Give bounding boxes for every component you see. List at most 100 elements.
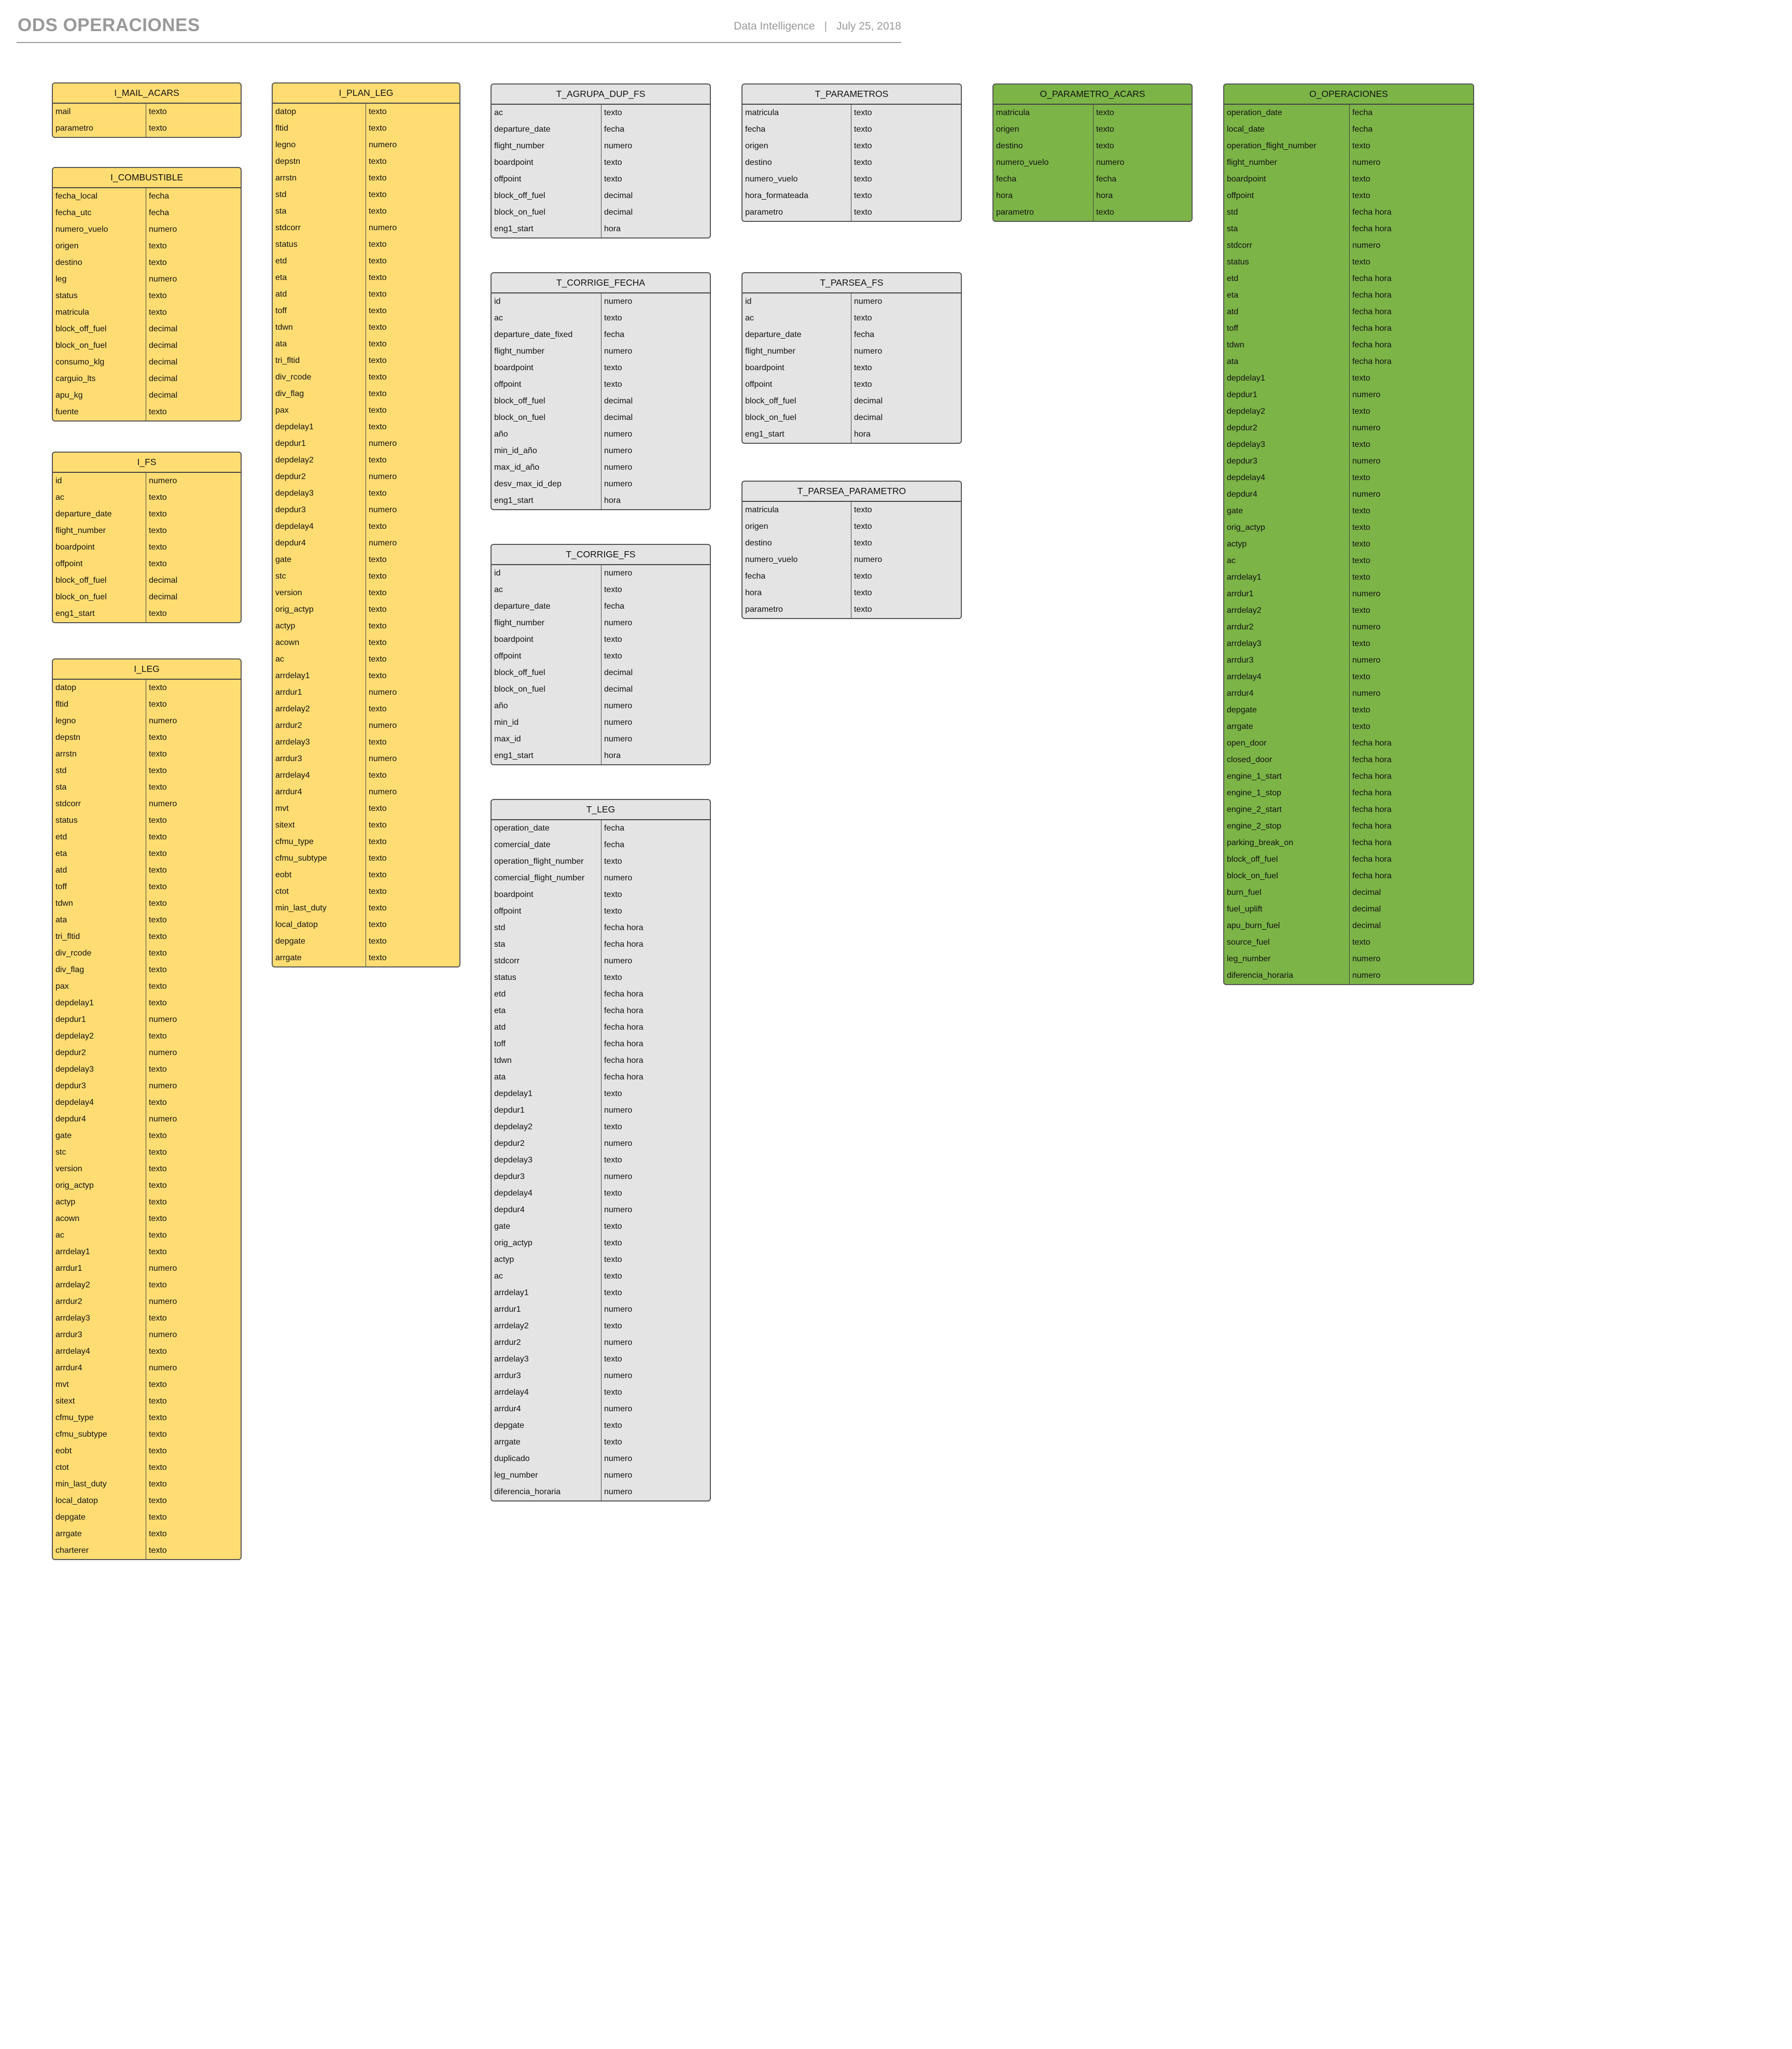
column-name: ac (743, 310, 851, 327)
column-name: offpoint (53, 556, 146, 572)
column-type: texto (369, 373, 387, 382)
table-title: I_FS (53, 453, 241, 473)
column-type: decimal (149, 374, 178, 383)
column-name: arrdur1 (273, 684, 366, 701)
column-name: año (492, 698, 601, 714)
column-type: numero (604, 718, 633, 727)
column-name: offpoint (492, 903, 601, 920)
column-type: texto (369, 257, 387, 265)
column-name: arrdelay4 (492, 1384, 601, 1401)
column-name: comercial_flight_number (492, 870, 601, 887)
table-title: T_PARAMETROS (743, 85, 961, 105)
column-type: texto (1352, 440, 1370, 449)
column-type: texto (604, 1421, 622, 1430)
document-title: ODS OPERACIONES (18, 15, 200, 35)
column-name: arrstn (53, 746, 146, 763)
table-title: T_PARSEA_PARAMETRO (743, 482, 961, 502)
column-type: decimal (1352, 905, 1381, 914)
column-name: block_on_fuel (53, 589, 146, 606)
column-type: fecha hora (1352, 307, 1392, 316)
column-name: depdelay2 (492, 1119, 601, 1135)
column-type: numero (1352, 390, 1381, 399)
column-type: fecha hora (1352, 872, 1392, 880)
column-type: numero (604, 446, 633, 455)
column-type: fecha (604, 824, 625, 833)
column-type: texto (369, 572, 387, 581)
column-type: texto (149, 1281, 167, 1289)
column-name: open_door (1224, 735, 1350, 752)
column-type: texto (149, 526, 167, 535)
column-type: texto (149, 1380, 167, 1389)
column-type: numero (149, 1330, 177, 1339)
column-name: leg (53, 271, 146, 288)
column-type: fecha (604, 602, 625, 611)
column-name: cfmu_subtype (273, 850, 366, 867)
column-name: actyp (492, 1252, 601, 1268)
column-type: fecha hora (604, 940, 643, 949)
column-name: sta (1224, 221, 1350, 237)
column-type: texto (149, 965, 167, 974)
column-type: numero (604, 1106, 633, 1115)
column-name: block_off_fuel (53, 572, 146, 589)
column-name: depdur4 (53, 1111, 146, 1128)
column-name: local_datop (53, 1493, 146, 1509)
column-type: numero (604, 347, 633, 356)
column-name: max_id (492, 731, 601, 748)
column-name: diferencia_horaria (1224, 967, 1350, 984)
column-type: texto (369, 953, 387, 962)
column-type: texto (604, 1255, 622, 1264)
column-type: texto (369, 107, 387, 116)
column-type: texto (149, 1397, 167, 1406)
column-name: depdelay2 (1224, 403, 1350, 420)
column-type: texto (854, 142, 872, 150)
column-type: texto (149, 1430, 167, 1439)
column-name: atd (273, 286, 366, 303)
column-type: fecha hora (604, 1056, 643, 1065)
column-name: depdur2 (1224, 420, 1350, 437)
column-name: id (492, 565, 601, 582)
column-type: texto (149, 1148, 167, 1157)
column-type: decimal (604, 208, 633, 217)
column-name: eobt (53, 1443, 146, 1459)
